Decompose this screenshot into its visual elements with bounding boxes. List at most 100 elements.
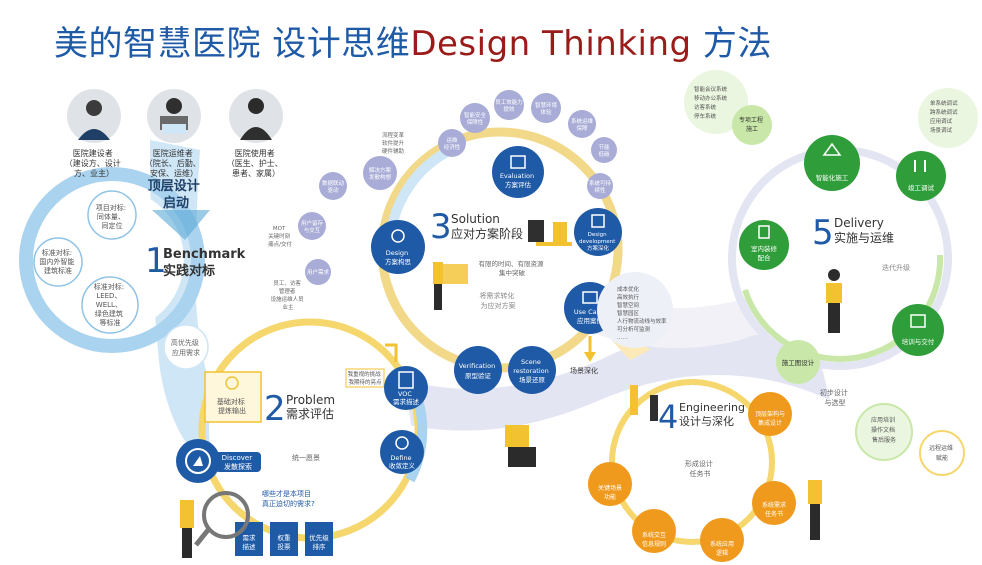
svg-text:系统运维保障: 系统运维保障 bbox=[571, 117, 594, 132]
image-icon bbox=[582, 291, 598, 304]
paint-roller-icon bbox=[758, 225, 770, 239]
benchmark-item-3 bbox=[81, 276, 139, 334]
svg-text:培训与交付: 培训与交付 bbox=[902, 337, 935, 346]
problem-number: 2 bbox=[264, 389, 286, 429]
svg-text:应用培训 操作文档 售后服务: 应用培训 操作文档 售后服务 bbox=[871, 416, 897, 444]
svg-text:VOC 需求描述: VOC 需求描述 bbox=[393, 390, 420, 406]
svg-text:Define 收敛定义: Define 收敛定义 bbox=[389, 454, 416, 470]
delivery-list-left bbox=[684, 70, 748, 134]
engineering-cn: 设计与深化 bbox=[679, 414, 734, 428]
benchmark-number: 1 bbox=[145, 241, 167, 281]
svg-text:Scene restoration: Scene restoration 场景还原 bbox=[513, 358, 551, 384]
svg-text:员工效能力提效: 员工效能力提效 bbox=[495, 98, 523, 113]
construction-icon bbox=[822, 142, 842, 156]
solution-en: Solution bbox=[451, 212, 500, 226]
svg-text:竣工调试: 竣工调试 bbox=[908, 183, 935, 192]
svg-text:形成设计 任务书: 形成设计 任务书 bbox=[685, 459, 715, 478]
verification-node bbox=[454, 346, 502, 394]
svg-text:智能安全保障性: 智能安全保障性 bbox=[464, 111, 487, 126]
svg-text:智慧环境体验: 智慧环境体验 bbox=[535, 101, 558, 116]
benchmark-item-2 bbox=[33, 237, 83, 287]
svg-text:施工图设计: 施工图设计 bbox=[782, 358, 815, 367]
magnifier-icon bbox=[202, 491, 250, 539]
users-note: 员工、访客 管理者 设施运维人员 业主 bbox=[271, 279, 306, 311]
benchmark-en: Benchmark bbox=[163, 247, 246, 262]
svg-text:Design development: Design development 方案深化 bbox=[579, 232, 617, 252]
evaluation-bubbles bbox=[438, 90, 617, 199]
benchmark-ring bbox=[19, 167, 205, 353]
problem-section: 2 Problem 需求评估 基础对标 提炼输出 我重视的挑战 我期待的亮点 统… bbox=[176, 318, 428, 558]
problem-question: 哪些才是本项目 真正迫切的需求? bbox=[262, 489, 315, 508]
engineering-ring bbox=[609, 379, 775, 545]
stakeholder-user: 医院使用者 （医生、护士、 患者、家属） bbox=[227, 148, 286, 178]
svg-text:Discover 发散探索: Discover 发散探索 bbox=[222, 454, 255, 471]
engineering-number: 4 bbox=[658, 398, 678, 436]
design-concept-node bbox=[371, 220, 425, 274]
solution-number: 3 bbox=[430, 207, 452, 247]
svg-text:系统可持续性: 系统可持续性 bbox=[589, 179, 612, 194]
svg-text:项目对标: 同体量、 同定位: 项目对标: 同体量、 同定位 bbox=[96, 203, 129, 230]
svg-text:需求描述: 需求描述 bbox=[243, 533, 257, 551]
concept-list: 流程变革 软件提升 硬件辅助 bbox=[382, 131, 406, 155]
clipboard bbox=[204, 371, 262, 423]
discover-label bbox=[215, 452, 261, 472]
delivery-nodes bbox=[739, 135, 946, 356]
engineering-side-note: 初步设计 与选型 bbox=[820, 388, 850, 407]
delivery-cn: 实施与运维 bbox=[834, 230, 894, 245]
benchmark-section: 1 Benchmark 实践对标 项目对标: 同体量、 同定位 标准对标: 国内… bbox=[19, 167, 246, 370]
star-icon bbox=[510, 155, 526, 169]
lightbulb-icon bbox=[391, 229, 405, 243]
problem-cards: 需求描述 权重投票 优先级排序 bbox=[235, 522, 333, 556]
delivery-list-right bbox=[918, 88, 978, 148]
mot-note: MOT 关键时刻 痛点/交付 bbox=[268, 226, 292, 248]
scene-deepening: 场景深化 bbox=[570, 366, 598, 375]
usecase-list-bubble bbox=[597, 272, 673, 348]
svg-text:单系统调试 跨系统调试 应用调试: 单系统调试 跨系统调试 应用调试 场景调试 bbox=[930, 99, 959, 134]
stakeholder-operator: 医院运维者 （院长、后勤、 安保、运维） bbox=[145, 148, 204, 178]
svg-text:Use Case 应用案例: Use Case 应用案例 bbox=[574, 308, 606, 325]
svg-text:Evaluation 方案评估: Evaluation 方案评估 bbox=[500, 172, 536, 189]
svg-text:我重视的挑战 我期待的亮点: 我重视的挑战 我期待的亮点 bbox=[348, 370, 383, 386]
svg-text:数据联动驱动: 数据联动驱动 bbox=[322, 179, 345, 194]
design-development-node bbox=[574, 208, 622, 256]
svg-text:室内装修配合: 室内装修配合 bbox=[751, 244, 778, 262]
scene-node bbox=[508, 346, 556, 394]
evaluation-node bbox=[492, 146, 544, 198]
chat-icon bbox=[910, 314, 926, 328]
svg-text:用户留存与交互: 用户留存与交互 bbox=[301, 219, 324, 234]
avatar bbox=[229, 89, 283, 143]
engineering-nodes bbox=[588, 392, 796, 562]
svg-text:Design 方案构思: Design 方案构思 bbox=[385, 249, 412, 266]
svg-text:标准对标: 国内外智能 建筑标准: 标准对标: 国内外智能 建筑标准 bbox=[39, 248, 76, 275]
benchmark-note-circle bbox=[163, 324, 209, 370]
delivery-section: 5 Delivery 实施与运维 迭代升级 智能化施工 竣工调试 培训与交付 室… bbox=[684, 70, 978, 476]
benchmark-core bbox=[40, 188, 184, 332]
svg-text:专项工程 施工: 专项工程 施工 bbox=[739, 116, 765, 133]
svg-text:基础对标 提炼输出: 基础对标 提炼输出 bbox=[217, 397, 247, 415]
special-project-bubble bbox=[732, 105, 772, 145]
svg-text:标准对标: LEED、 WELL、: 标准对标: LEED、 WELL、 绿色建筑 等标准 bbox=[94, 282, 127, 327]
svg-text:Verification 原型验证: Verification 原型验证 bbox=[459, 362, 498, 380]
top-design-label: 顶层设计 启动 bbox=[148, 178, 205, 211]
atom-icon bbox=[395, 436, 409, 450]
title-part-3: 方法 bbox=[691, 24, 772, 64]
svg-text:系统应用逻辑: 系统应用逻辑 bbox=[710, 540, 734, 557]
svg-text:运维经济性: 运维经济性 bbox=[444, 136, 461, 151]
svg-text:优先级排序: 优先级排序 bbox=[309, 533, 329, 551]
upgrade-label: 迭代升级 bbox=[882, 263, 910, 272]
page-title: 美的智慧医院 设计思维Design Thinking 方法 bbox=[54, 16, 772, 65]
delivery-number: 5 bbox=[812, 213, 834, 253]
svg-text:解决方案发散构想: 解决方案发散构想 bbox=[369, 166, 392, 181]
svg-text:远程运维 赋能: 远程运维 赋能 bbox=[929, 444, 955, 462]
svg-text:智能化施工: 智能化施工 bbox=[816, 173, 849, 182]
document-icon bbox=[398, 371, 414, 389]
svg-text:节能低碳: 节能低碳 bbox=[598, 143, 610, 158]
usecase-list: 成本优化 高效执行 智慧空间 智慧园区 人行物流动线与效率 可分析可监测 …… bbox=[617, 285, 668, 341]
svg-text:用户需求: 用户需求 bbox=[307, 268, 330, 276]
engineering-en: Engineering bbox=[679, 401, 745, 414]
problem-cn: 需求评估 bbox=[286, 407, 334, 421]
construction-design-bubble bbox=[776, 340, 820, 384]
title-part-1: 美的智慧医院 设计思维 bbox=[54, 24, 411, 64]
engineering-section: 4 Engineering 设计与深化 形成设计 任务书 顶层架构与集成设计 系… bbox=[505, 379, 850, 562]
svg-text:高优先级 应用需求: 高优先级 应用需求 bbox=[171, 338, 201, 357]
